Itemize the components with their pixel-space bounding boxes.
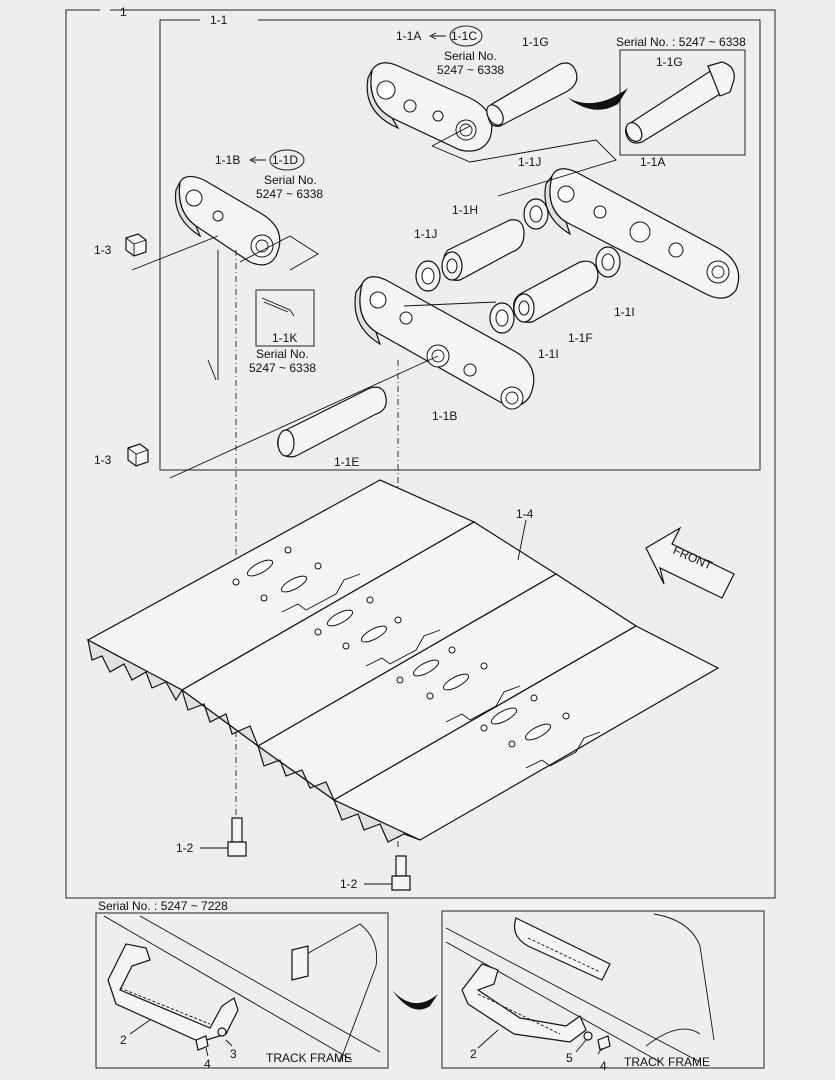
arrow-1-1d [248, 156, 266, 164]
label-1-2-left: 1-2 [176, 841, 194, 855]
step-left [103, 915, 381, 1063]
link-1-1b-top [174, 175, 281, 266]
label-2-right: 2 [470, 1047, 477, 1061]
seal-1-1j-top [523, 198, 549, 230]
arrow-1-1c [428, 32, 446, 40]
bush-1-1h [441, 219, 525, 281]
label-1-1g: 1-1G [522, 35, 549, 49]
label-serial-box-g: Serial No. : 5247 ~ 6338 [616, 35, 746, 49]
label-1-1i-mid: 1-1I [538, 347, 559, 361]
label-1-1k: 1-1K [272, 331, 297, 345]
frame-1-1 [159, 19, 761, 471]
label-1-1a-top: 1-1A [396, 29, 421, 43]
label-serial-c: Serial No. [444, 49, 497, 63]
label-1-3-bottom: 1-3 [94, 453, 112, 467]
bolt-1-2-left [227, 817, 247, 857]
label-3: 3 [230, 1047, 237, 1061]
label-1-1j-left: 1-1J [414, 227, 437, 241]
label-1-1b-bottom: 1-1B [432, 409, 457, 423]
label-serial-range-k: 5247 ~ 6338 [249, 361, 316, 375]
front-arrow [645, 526, 735, 599]
label-2-left: 2 [120, 1033, 127, 1047]
label-1-1a-right: 1-1A [640, 155, 665, 169]
label-track-frame-right: TRACK FRAME [624, 1055, 710, 1069]
box-step-left [95, 912, 389, 1069]
arrow-curve-step [392, 990, 438, 1010]
label-1-1c: 1-1C [451, 29, 477, 43]
pin-1-1e [277, 386, 387, 458]
circle-1-1d [269, 149, 305, 171]
label-serial-range-d: 5247 ~ 6338 [256, 187, 323, 201]
label-serial-bottom: Serial No. : 5247 ~ 7228 [98, 899, 228, 913]
label-1: 1 [120, 5, 127, 19]
leader-1-2 [200, 519, 527, 885]
label-4-right: 4 [600, 1059, 607, 1073]
label-serial-k: Serial No. [256, 347, 309, 361]
step-right [445, 913, 715, 1063]
label-1-1e: 1-1E [334, 455, 359, 469]
label-1-3-top: 1-3 [94, 243, 112, 257]
seal-1-1j-left [415, 260, 441, 292]
label-5: 5 [566, 1051, 573, 1065]
frame-1 [65, 9, 776, 899]
label-1-1g-box: 1-1G [656, 55, 683, 69]
circle-1-1c [449, 25, 483, 47]
label-serial-range-c: 5247 ~ 6338 [437, 63, 504, 77]
seal-1-1i-mid [489, 302, 515, 334]
leader-step [129, 1019, 603, 1057]
link-1-1a-top [366, 62, 493, 152]
seal-1-1i-right [595, 246, 621, 278]
nut-1-3-top [125, 233, 147, 257]
box-1-1g [619, 49, 746, 156]
label-track-frame-left: TRACK FRAME [266, 1051, 352, 1065]
bolt-1-2-right [391, 855, 411, 891]
link-1-1a-right [544, 168, 740, 299]
label-1-1i-right: 1-1I [614, 305, 635, 319]
nut-1-3-bottom [127, 443, 149, 467]
arrow-curve-g [568, 88, 628, 110]
label-1-2-right: 1-2 [340, 877, 358, 891]
label-1-1j-top: 1-1J [518, 155, 541, 169]
label-serial-d: Serial No. [264, 173, 317, 187]
pin-1-1g-box [625, 61, 735, 144]
label-1-1f: 1-1F [568, 331, 593, 345]
box-1-1k [255, 289, 315, 347]
key-1-1k [261, 297, 295, 317]
box-step-right [441, 910, 765, 1069]
label-1-1: 1-1 [210, 13, 228, 27]
label-1-4: 1-4 [516, 507, 534, 521]
bush-1-1f [513, 260, 599, 323]
label-1-1d: 1-1D [272, 153, 298, 167]
label-1-1h: 1-1H [452, 203, 478, 217]
leader-lines [131, 125, 617, 479]
track-shoes-1-4 [86, 479, 720, 843]
label-4-left: 4 [204, 1057, 211, 1071]
label-1-1b-top: 1-1B [215, 153, 240, 167]
